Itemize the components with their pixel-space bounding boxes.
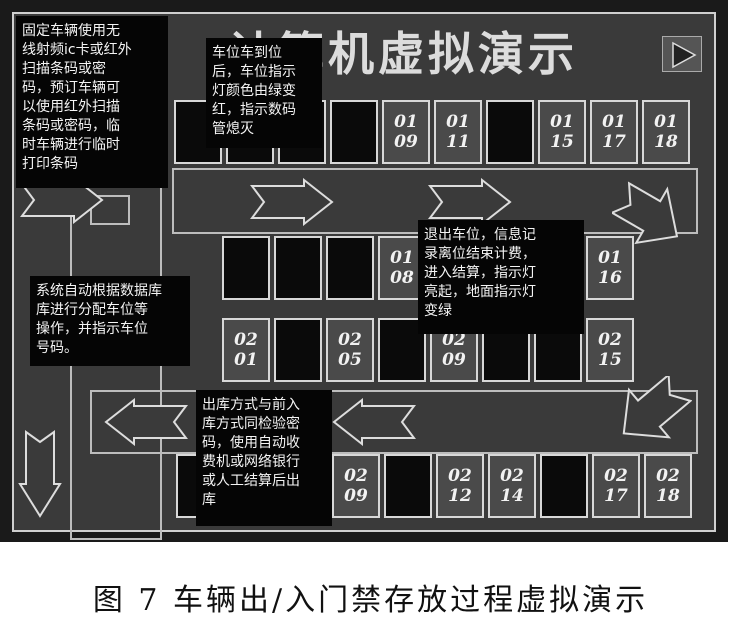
note-leave: 退出车位，信息记 录离位结束计费， 进入结算，指示灯 亮起，地面指示灯 变绿 <box>418 220 584 334</box>
figure-caption: 图 7 车辆出/入门禁存放过程虚拟演示 <box>92 583 649 618</box>
parking-slot-occupied[interactable] <box>384 454 432 518</box>
play-icon <box>672 41 697 69</box>
parking-slot-occupied[interactable] <box>486 100 534 164</box>
note-entry: 固定车辆使用无 线射频ic卡或红外 扫描条码或密 码，预订车辆可 以使用红外扫描… <box>16 16 168 188</box>
flow-arrow-icon <box>612 181 679 245</box>
play-button[interactable] <box>662 36 702 72</box>
parking-slot[interactable]: 02 09 <box>332 454 380 518</box>
note-assign: 系统自动根据数据库 库进行分配车位等 操作，并指示车位 号码。 <box>30 276 190 366</box>
flow-arrow-icon <box>250 178 334 226</box>
parking-slot[interactable]: 01 17 <box>590 100 638 164</box>
parking-slot[interactable]: 01 16 <box>586 236 634 300</box>
parking-slot-occupied[interactable] <box>330 100 378 164</box>
flow-arrow-icon <box>622 376 692 439</box>
parking-slot[interactable]: 02 17 <box>592 454 640 518</box>
parking-slot[interactable]: 01 18 <box>642 100 690 164</box>
parking-slot[interactable]: 02 18 <box>644 454 692 518</box>
parking-slot[interactable]: 02 05 <box>326 318 374 382</box>
note-exit: 出库方式与前入 库方式同检验密 码，使用自动收 费机或网络银行 或人工结算后出 … <box>196 390 332 526</box>
parking-slot-occupied[interactable] <box>274 318 322 382</box>
flow-arrow-icon <box>428 178 512 226</box>
parking-slot[interactable]: 02 01 <box>222 318 270 382</box>
parking-slot-occupied[interactable] <box>222 236 270 300</box>
flow-arrow-icon <box>332 398 416 446</box>
flow-arrow-icon <box>18 430 62 518</box>
parking-slot[interactable]: 02 15 <box>586 318 634 382</box>
lane-bottom <box>90 390 698 454</box>
note-arrival: 车位车到位 后，车位指示 灯颜色由绿变 红，指示数码 管熄灭 <box>206 38 322 148</box>
parking-slot[interactable]: 01 15 <box>538 100 586 164</box>
parking-slot-occupied[interactable] <box>274 236 322 300</box>
flow-arrow-icon <box>104 398 188 446</box>
parking-slot[interactable]: 01 11 <box>434 100 482 164</box>
lane-gate <box>90 195 130 225</box>
parking-slot[interactable]: 01 09 <box>382 100 430 164</box>
parking-slot[interactable]: 02 12 <box>436 454 484 518</box>
parking-slot-occupied[interactable] <box>326 236 374 300</box>
parking-slot-occupied[interactable] <box>540 454 588 518</box>
parking-slot[interactable]: 02 14 <box>488 454 536 518</box>
